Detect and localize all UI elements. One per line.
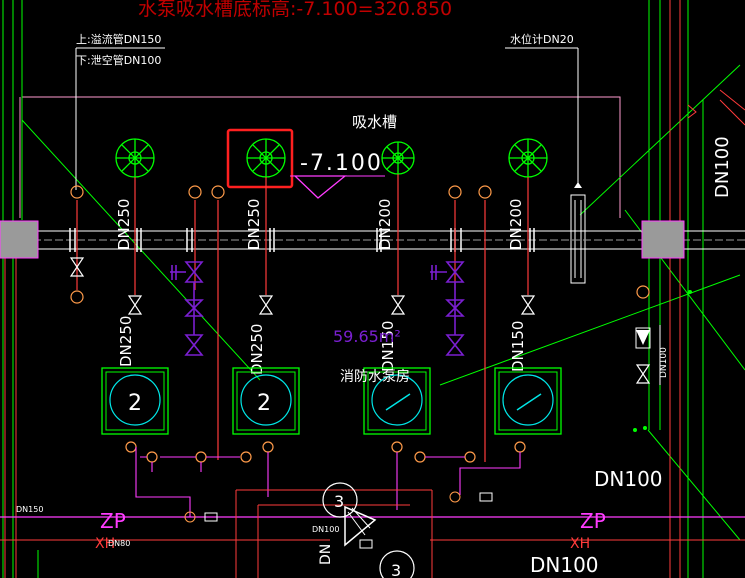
discharge-dn-labels: DN250 DN250 DN150 DN150: [117, 316, 527, 375]
pump-1-number: 2: [128, 391, 142, 416]
xh-left-label: XH: [95, 536, 115, 552]
pump-outlet-lines: [135, 447, 521, 517]
pump-room-label: 消防水泵房: [340, 369, 410, 385]
zp-left-label: ZP: [100, 509, 126, 533]
valve-suction-2: [258, 295, 274, 315]
tank-label: 吸水槽: [352, 113, 397, 131]
suction-dn-label-4: DN200: [507, 199, 525, 250]
elevation-label: -7.100: [300, 151, 383, 176]
check-valve-group-right: [430, 261, 465, 356]
right-red-zigzag: [687, 89, 745, 126]
diagonal-line-4: [647, 429, 741, 541]
elevation-marker: -7.100: [290, 151, 385, 199]
suction-dn-label-3: DN200: [376, 199, 394, 250]
elevation-triangle: [293, 175, 347, 199]
tank-bottom-elevation-title: 水泵吸水槽底标高:-7.100=320.850: [138, 0, 452, 20]
room-area-label: 59.65m²: [333, 327, 401, 346]
bottom-header: ZP ZP XH XH DN150 DN80: [0, 489, 745, 578]
discharge-dn-label-1: DN250: [117, 316, 135, 367]
right-vertical-dn-label: DN100: [712, 136, 733, 198]
zp-right-label: ZP: [580, 509, 606, 533]
foot-valve-3: [381, 141, 415, 175]
foot-valve-4: [508, 138, 548, 178]
xh-right-label: XH: [570, 536, 590, 552]
foot-valve-1: [115, 138, 155, 178]
bottom-right-dn-label: DN100: [530, 553, 599, 577]
suction-dn-label-2: DN250: [245, 199, 263, 250]
valve-right: [635, 364, 651, 384]
connection-dots: [633, 290, 692, 432]
right-small-dn-label: DN100: [659, 347, 669, 378]
center-small-dn-label: DN100: [312, 525, 339, 534]
discharge-dn-label-3: DN150: [379, 321, 397, 372]
selection-highlight-box[interactable]: [226, 128, 294, 189]
check-valve-group-left: [170, 261, 204, 356]
bottom-tank-symbols: 3 3 DN100 DN: [312, 482, 415, 578]
pump-4: [494, 367, 562, 435]
discharge-dn-label-4: DN150: [509, 321, 527, 372]
suction-risers: [76, 174, 529, 462]
left-small-dn-bottom: DN80: [108, 539, 130, 548]
level-gauge-annotation: 水位计DN20: [505, 32, 586, 284]
pump-2: 2: [232, 367, 300, 435]
level-gauge-label: 水位计DN20: [510, 32, 574, 46]
suction-dn-labels: DN250 DN250 DN200 DN200: [115, 199, 525, 250]
foot-valve-2: [246, 138, 286, 178]
valve-left-drain: [69, 257, 85, 277]
drain-label-text: 下:泄空管DN100: [76, 53, 161, 67]
level-gauge-arrow: [574, 182, 582, 188]
lower-right-dn-label: DN100: [594, 467, 663, 491]
purple-check-valves: [170, 261, 465, 356]
level-gauge-body: [570, 194, 586, 284]
overflow-label: 上:溢流管DN150: [76, 32, 161, 46]
right-fitting: DN100: [635, 325, 669, 385]
tank-number-1: 3: [334, 492, 344, 511]
header-left-block: [0, 220, 39, 259]
left-small-dn-top: DN150: [16, 505, 43, 514]
pump-outlet-circles: [125, 441, 526, 463]
pump-2-number: 2: [257, 391, 271, 416]
pumps: 2 2: [101, 367, 562, 435]
pump-3: [363, 367, 431, 435]
header-right-block: [641, 220, 685, 259]
valve-suction-1: [127, 295, 143, 315]
center-vertical-dn-label: DN: [318, 544, 334, 565]
tap-circles: [70, 185, 650, 304]
suction-dn-label-1: DN250: [115, 199, 133, 250]
suction-header: [0, 220, 745, 259]
tank-number-2: 3: [391, 561, 401, 578]
pump-1: 2: [101, 367, 169, 435]
valve-suction-4: [520, 295, 536, 315]
diagonal-line-2: [579, 64, 741, 216]
riser-valves: [69, 257, 651, 384]
valve-suction-3: [390, 295, 406, 315]
overflow-annotation: 上:溢流管DN150 下:泄空管DN100: [75, 32, 165, 190]
discharge-dn-label-2: DN250: [248, 324, 266, 375]
